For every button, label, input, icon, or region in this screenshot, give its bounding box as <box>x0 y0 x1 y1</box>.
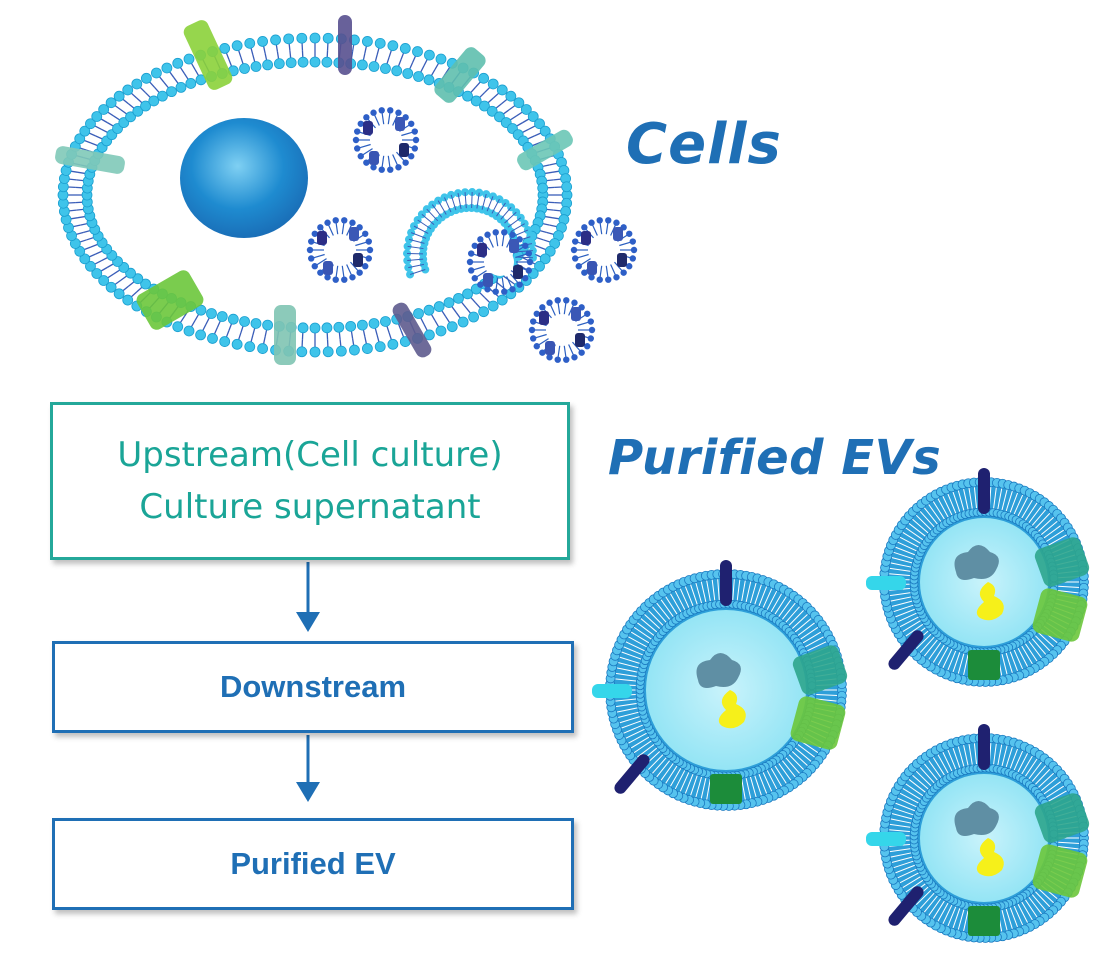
membrane-protein <box>434 47 486 103</box>
membrane-protein <box>55 146 125 174</box>
small-vesicle <box>570 217 638 283</box>
membrane-protein <box>392 302 432 358</box>
upstream-box: Upstream(Cell culture) Culture supernata… <box>50 402 570 560</box>
downstream-label: Downstream <box>219 669 407 704</box>
purified-ev <box>866 468 1090 687</box>
membrane-protein <box>183 20 233 90</box>
downstream-box: Downstream <box>52 641 574 733</box>
cells-title: Cells <box>626 112 782 177</box>
purified-ev-label: Purified EV <box>230 846 396 881</box>
flow-arrow-1 <box>296 562 320 632</box>
nucleus <box>180 118 308 238</box>
purified-ev <box>592 560 848 811</box>
membrane-protein <box>274 305 296 365</box>
small-vesicle <box>352 107 420 173</box>
purified-evs-title: Purified EVs <box>608 430 942 486</box>
intracellular-vesicles <box>306 107 638 363</box>
membrane-protein <box>338 15 352 75</box>
small-vesicle <box>306 217 374 283</box>
supernatant-label: Culture supernatant <box>139 487 481 527</box>
flow-arrow-2 <box>296 735 320 802</box>
membrane-protein <box>517 129 573 171</box>
purified-ev-illustrations <box>592 468 1090 943</box>
small-vesicle <box>528 297 596 363</box>
small-vesicle <box>466 229 534 295</box>
purified-ev <box>866 724 1090 943</box>
upstream-label: Upstream(Cell culture) <box>117 435 503 475</box>
membrane-protein <box>136 270 204 330</box>
budding-membrane <box>403 188 537 279</box>
cell-illustration <box>55 15 573 365</box>
purified-ev-box: Purified EV <box>52 818 574 910</box>
